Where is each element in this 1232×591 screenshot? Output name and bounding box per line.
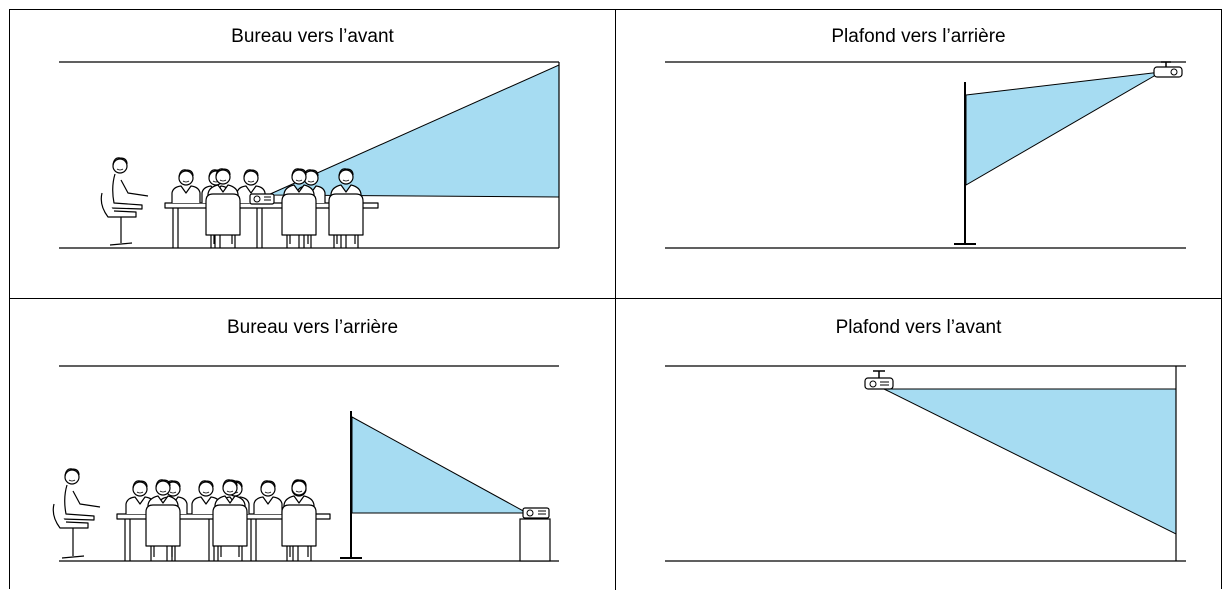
scene-ceiling-rear (616, 10, 1222, 298)
projection-beam (352, 417, 527, 513)
panel-ceiling-rear: Plafond vers l’arrière (615, 10, 1221, 298)
scene-ceiling-front (616, 299, 1222, 591)
chair-icon (146, 505, 180, 561)
panel-desk-rear: Bureau vers l’arrière (10, 298, 615, 590)
projector-icon (1154, 62, 1182, 77)
scene-desk-rear (10, 299, 615, 591)
projector-icon (523, 508, 549, 518)
panel-ceiling-front: Plafond vers l’avant (615, 298, 1221, 590)
chair-icon (206, 194, 240, 248)
projection-beam (884, 389, 1176, 534)
chair-icon (213, 505, 247, 561)
person-icon (62, 469, 100, 520)
person-icon (172, 170, 200, 203)
chair-icon (53, 504, 88, 558)
projector-stand (520, 519, 550, 561)
panel-grid: Bureau vers l’avant Plafond vers l’arriè… (9, 9, 1222, 589)
person-icon (254, 481, 282, 514)
panel-desk-front: Bureau vers l’avant (10, 10, 615, 298)
projection-beam (966, 72, 1161, 185)
projector-icon (250, 194, 274, 204)
projector-icon (865, 371, 893, 389)
audience-group (53, 469, 330, 561)
scene-desk-front (10, 10, 615, 298)
chair-icon (282, 505, 316, 561)
chair-icon (101, 193, 136, 245)
person-icon (110, 158, 148, 209)
